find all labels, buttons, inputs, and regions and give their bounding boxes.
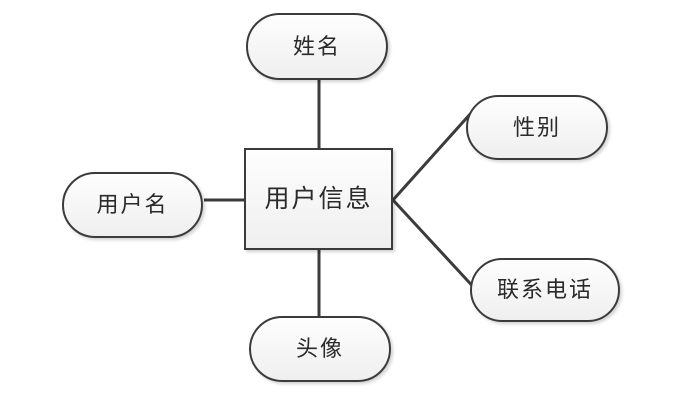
attribute-node-phone-label: 联系电话 <box>496 277 593 302</box>
attribute-node-avatar[interactable]: 头像 <box>249 316 391 382</box>
attribute-node-avatar-label: 头像 <box>295 336 344 361</box>
attribute-node-gender-label: 性别 <box>512 114 561 140</box>
attribute-node-name-label: 姓名 <box>292 33 341 59</box>
attribute-node-phone[interactable]: 联系电话 <box>470 258 620 322</box>
attribute-node-name[interactable]: 姓名 <box>246 13 388 80</box>
attribute-node-username-label: 用户名 <box>96 192 169 217</box>
edge-user-info-to-gender <box>391 110 474 202</box>
entity-node-user-info[interactable]: 用户信息 <box>244 148 393 250</box>
attribute-node-username[interactable]: 用户名 <box>62 172 203 238</box>
attribute-node-gender[interactable]: 性别 <box>466 95 608 160</box>
entity-node-user-info-label: 用户信息 <box>264 185 373 213</box>
edge-user-info-to-phone <box>391 198 481 295</box>
